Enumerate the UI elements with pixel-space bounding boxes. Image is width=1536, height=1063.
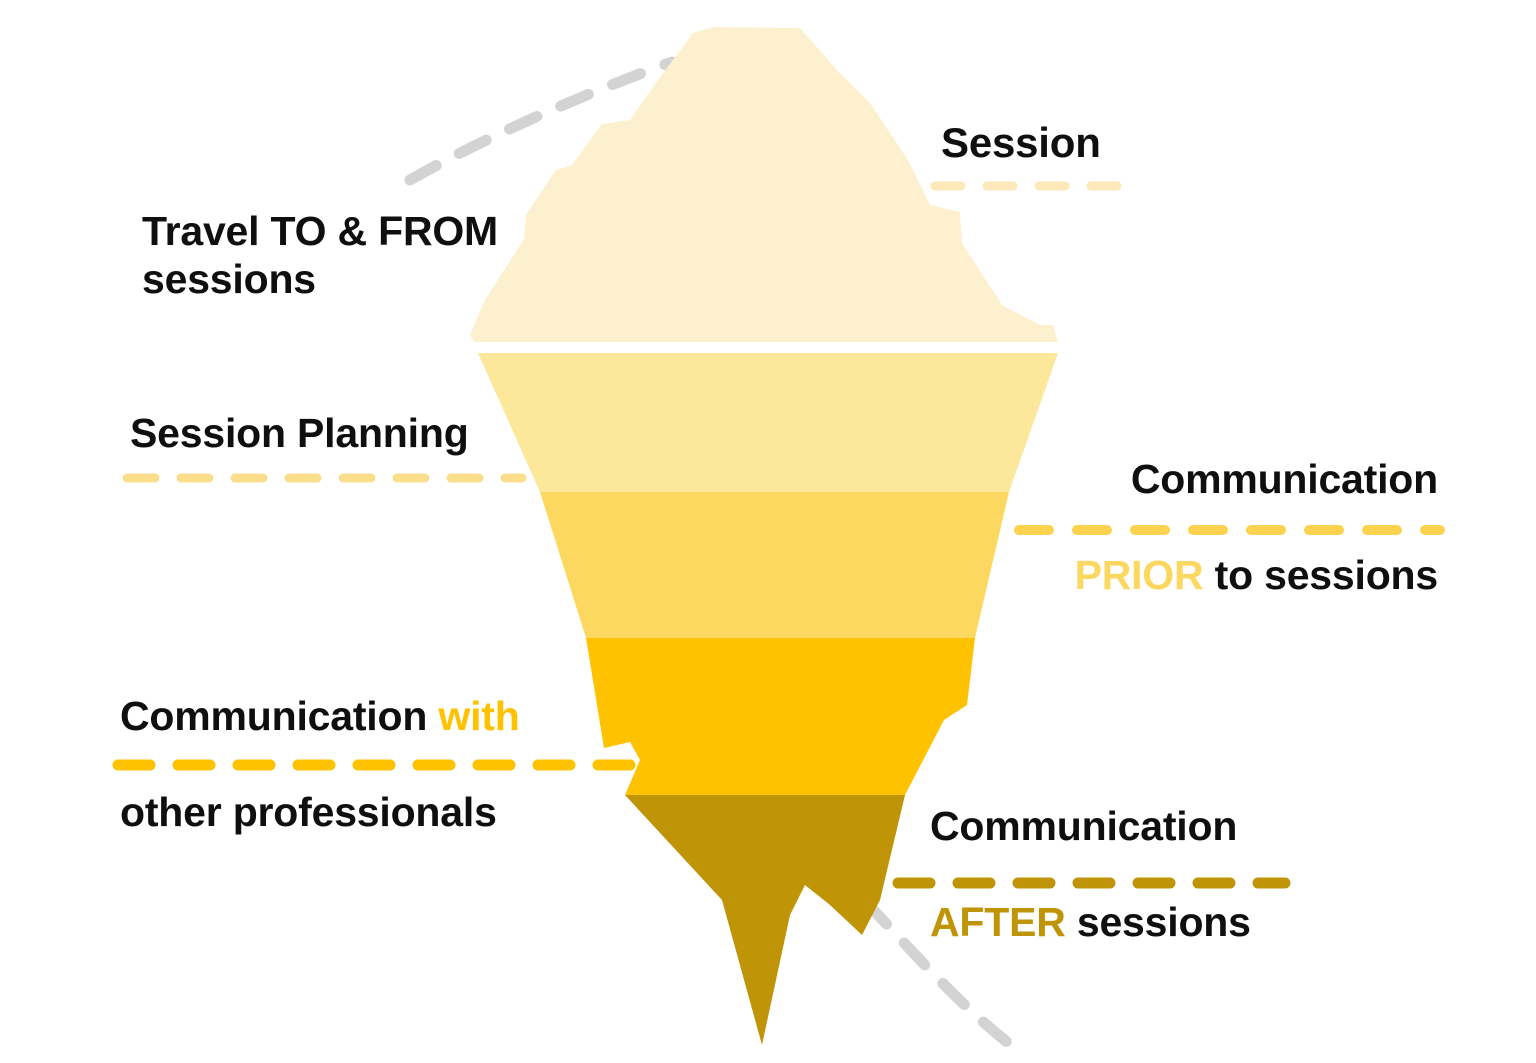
label-after-rest: sessions	[1065, 898, 1251, 945]
label-communication-after: Communication AFTER sessions	[930, 755, 1330, 995]
iceberg-layer-communication-professionals	[586, 638, 975, 795]
label-travel-to-from-sessions: Travel TO & FROM sessions	[142, 208, 499, 302]
label-session: Session	[941, 119, 1101, 166]
label-professionals-line2: other professionals	[120, 788, 497, 835]
iceberg-layer-communication-prior	[540, 492, 1009, 638]
iceberg-layer-communication-after	[625, 795, 905, 1045]
label-professionals-plain: Communication	[120, 692, 439, 739]
iceberg-layer-session-planning	[478, 353, 1058, 492]
label-prior-highlight: PRIOR	[1074, 551, 1204, 598]
label-prior-rest: to sessions	[1203, 551, 1439, 598]
iceberg-layer-session	[470, 27, 1058, 342]
gray-curve-top-left	[404, 56, 678, 186]
label-session-planning: Session Planning	[130, 410, 469, 456]
label-after-highlight: AFTER	[930, 898, 1066, 945]
label-communication-professionals: Communication with other professionals	[120, 645, 590, 885]
label-communication-after-line1: Communication	[930, 802, 1238, 849]
label-communication-after-line2: AFTER sessions	[930, 899, 1330, 947]
label-professionals-highlight: with	[438, 692, 520, 739]
label-professionals-line1: Communication with	[120, 693, 590, 741]
label-communication-prior-line1: Communication	[1130, 455, 1438, 502]
label-communication-prior: Communication PRIOR to sessions	[1074, 408, 1439, 648]
gray-curve-bottom-right	[860, 896, 1018, 1052]
label-communication-prior-line2: PRIOR to sessions	[1074, 551, 1439, 600]
